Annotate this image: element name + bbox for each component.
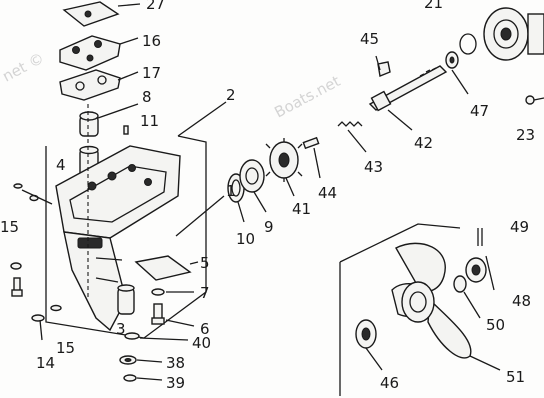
callout-23: 23 (516, 126, 535, 144)
callout-2: 2 (226, 86, 236, 104)
callout-14: 14 (36, 354, 55, 372)
lower-case-bracket (45, 135, 207, 339)
callout-42: 42 (414, 134, 433, 152)
thrust-washer-part-46 (355, 319, 377, 349)
bolt-part-23 (525, 95, 544, 105)
leader-43 (347, 129, 367, 153)
gear-part-41 (265, 138, 303, 182)
watermark-right: Boats.net (271, 72, 343, 122)
callout-7: 7 (200, 284, 210, 302)
leader-47 (451, 69, 469, 95)
bolt-part-6 (151, 303, 195, 327)
callout-41: 41 (292, 200, 311, 218)
leader-10 (237, 201, 245, 223)
leader-45 (375, 55, 381, 71)
washer-part-50 (453, 275, 467, 293)
leader-48 (485, 255, 495, 291)
watermark-left: net © (0, 49, 47, 86)
pin-part-45 (377, 61, 391, 77)
callout-49: 49 (510, 218, 529, 236)
callout-40: 40 (192, 334, 211, 352)
callout-38: 38 (166, 354, 185, 372)
callout-5: 5 (200, 254, 210, 272)
callout-46: 46 (380, 374, 399, 392)
leader-41 (285, 177, 295, 197)
leader-46 (365, 347, 383, 371)
propeller-bracket (339, 223, 461, 396)
plate-part-5 (134, 255, 199, 281)
callout-21: 21 (424, 0, 443, 12)
bearing-part-9 (239, 159, 265, 193)
leader-44 (313, 147, 321, 179)
spring-part-43 (337, 121, 363, 127)
bolt-part-14 (31, 304, 62, 341)
o-ring-part-21 (459, 33, 477, 55)
callout-44: 44 (318, 184, 337, 202)
callout-45: 45 (360, 30, 379, 48)
callout-6: 6 (200, 320, 210, 338)
propeller-part-51 (391, 242, 472, 359)
washer-part-39 (123, 374, 163, 382)
callout-3: 3 (116, 320, 126, 338)
pin-part-44 (302, 136, 320, 150)
seal-part-8 (79, 103, 139, 137)
pump-insert-part-16 (59, 35, 139, 71)
callout-15-lower: 15 (56, 339, 75, 357)
callout-10: 10 (236, 230, 255, 248)
lower-case-part-1 (55, 104, 181, 332)
leader-50 (463, 291, 481, 319)
pin-part-49 (477, 228, 483, 246)
callout-11: 11 (140, 112, 159, 130)
nut-part-38 (119, 355, 163, 365)
callout-51: 51 (506, 368, 525, 386)
leader-9 (253, 191, 267, 213)
callout-1: 1 (226, 182, 236, 200)
callout-50: 50 (486, 316, 505, 334)
dowel-pin-part-11 (123, 125, 129, 135)
leader-1 (175, 195, 225, 237)
washer-part-47 (445, 51, 459, 69)
gasket-part-17 (59, 69, 139, 101)
anode-part-3 (117, 284, 135, 315)
callout-16: 16 (142, 32, 161, 50)
bolt-part-15-upper (10, 183, 53, 297)
water-pump-housing-top (62, 1, 141, 27)
spacer-part-48 (465, 257, 487, 283)
callout-4: 4 (56, 156, 66, 174)
propeller-shaft-part-42 (368, 65, 448, 112)
callout-47: 47 (470, 102, 489, 120)
callout-43: 43 (364, 158, 383, 176)
part-40 (124, 332, 189, 341)
leader-2 (177, 101, 227, 137)
leader-42 (387, 109, 413, 131)
washer-part-7 (151, 288, 194, 296)
callout-39: 39 (166, 374, 185, 392)
callout-27: 27 (146, 0, 165, 13)
callout-15-upper: 15 (0, 218, 19, 236)
bearing-housing (483, 7, 544, 61)
callout-8: 8 (142, 88, 152, 106)
callout-17: 17 (142, 64, 161, 82)
callout-9: 9 (264, 218, 274, 236)
callout-48: 48 (512, 292, 531, 310)
leader-51 (469, 355, 501, 371)
